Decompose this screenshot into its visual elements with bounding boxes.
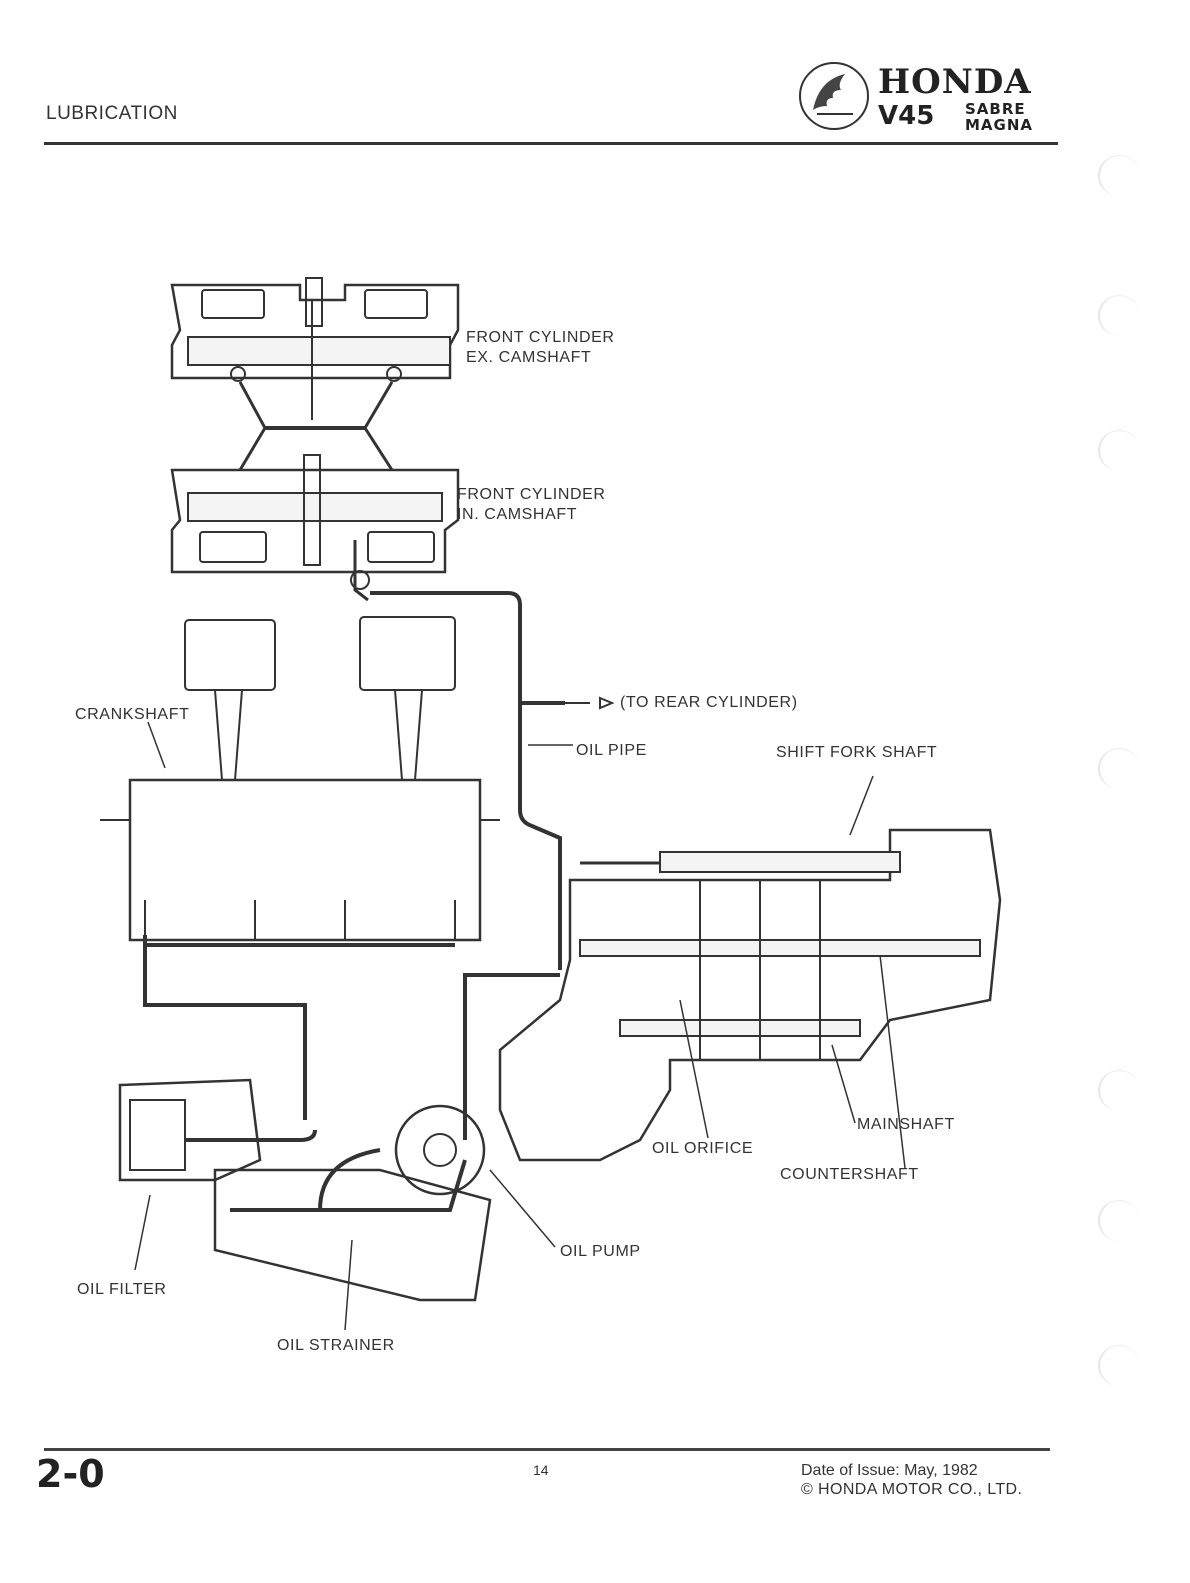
crankcase: [100, 778, 500, 942]
oil-pump-and-sump: [213, 1104, 492, 1302]
label-oil-filter: OIL FILTER: [77, 1281, 167, 1298]
punch-hole-mark: [1098, 295, 1140, 336]
punch-hole-mark: [1098, 155, 1140, 196]
variant-magna: MAGNA: [965, 116, 1034, 134]
label-oil-orifice: OIL ORIFICE: [652, 1140, 754, 1157]
oil-pipe: [370, 591, 880, 970]
label-oil-pump: OIL PUMP: [560, 1243, 641, 1260]
oil-gallery: [143, 935, 560, 1140]
copyright: © HONDA MOTOR CO., LTD.: [801, 1481, 1023, 1498]
punch-hole-mark: [1098, 1070, 1140, 1111]
section-title: LUBRICATION: [46, 103, 178, 124]
ex-camshaft-assembly: [170, 277, 460, 471]
label-front-in-camshaft-2: IN. CAMSHAFT: [457, 506, 578, 523]
oil-filter-body: [118, 1078, 317, 1182]
label-front-in-camshaft-1: FRONT CYLINDER: [457, 486, 606, 503]
in-camshaft-assembly: [170, 454, 460, 602]
punch-hole-mark: [1098, 1345, 1140, 1386]
model-name: V45: [878, 101, 935, 131]
label-countershaft: COUNTERSHAFT: [780, 1166, 919, 1183]
label-front-ex-camshaft-2: EX. CAMSHAFT: [466, 349, 592, 366]
brand-name: HONDA: [878, 62, 1032, 102]
header-rule: [44, 142, 1058, 145]
label-shift-fork-shaft: SHIFT FORK SHAFT: [776, 744, 938, 761]
page-code: 2-0: [36, 1452, 105, 1496]
label-crankshaft: CRANKSHAFT: [75, 706, 190, 723]
pistons: [184, 616, 456, 781]
label-oil-pipe: OIL PIPE: [576, 742, 647, 759]
label-front-ex-camshaft-1: FRONT CYLINDER: [466, 329, 615, 346]
variant-sabre: SABRE: [965, 100, 1026, 118]
page-number: 14: [533, 1462, 549, 1478]
label-to-rear-cylinder: (TO REAR CYLINDER): [620, 694, 798, 711]
leader-lines: [134, 721, 906, 1331]
punch-hole-mark: [1098, 1200, 1140, 1241]
issue-date: Date of Issue: May, 1982: [801, 1462, 978, 1479]
footer-rule: [44, 1448, 1050, 1451]
honda-wing-logo: [799, 62, 869, 130]
punch-hole-mark: [1098, 748, 1140, 789]
transmission: [498, 828, 1002, 1162]
label-mainshaft: MAINSHAFT: [857, 1116, 955, 1133]
punch-hole-mark: [1098, 430, 1140, 471]
label-oil-strainer: OIL STRAINER: [277, 1337, 395, 1354]
